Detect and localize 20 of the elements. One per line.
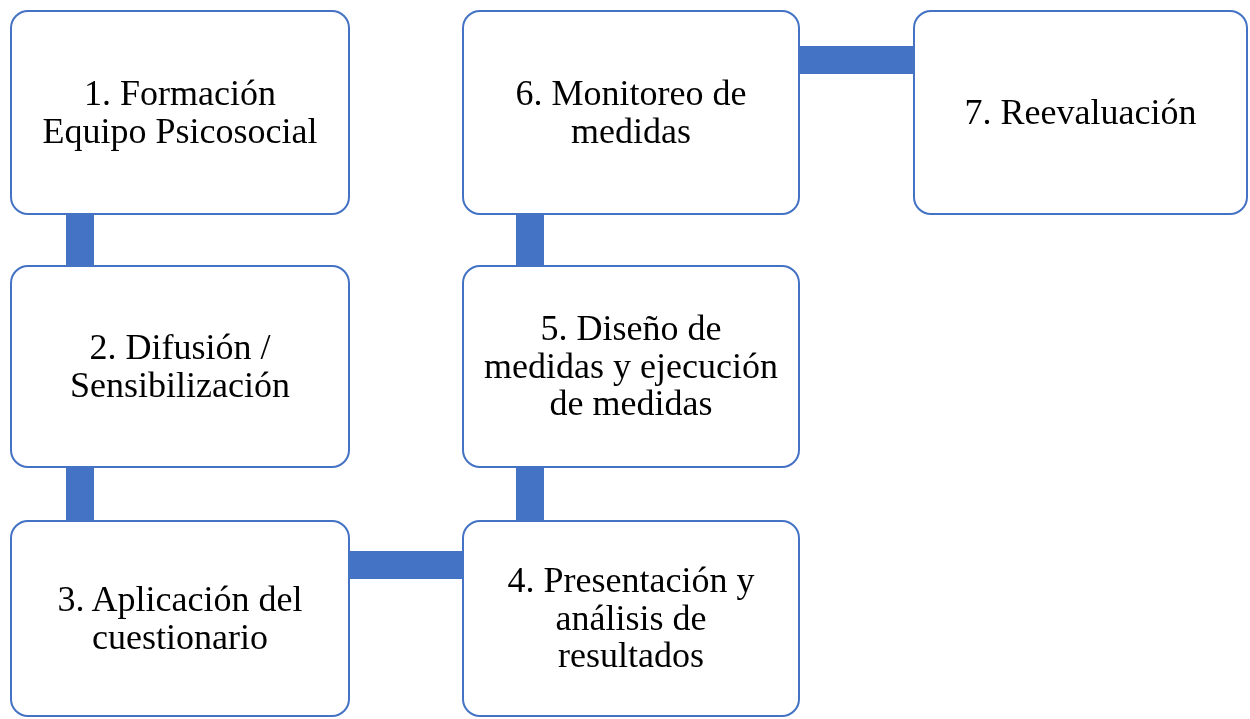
- step-label: 5. Diseño de medidas y ejecución de medidas: [483, 309, 779, 424]
- step-label: 1. Formación Equipo Psicosocial: [41, 74, 319, 151]
- step-label: 4. Presentación y análisis de resultados: [506, 561, 756, 676]
- process-box: [10, 10, 350, 215]
- process-box: [913, 10, 1248, 215]
- connector-bar: [350, 551, 462, 579]
- step-label: 3. Aplicación del cuestionario: [56, 580, 304, 657]
- connector-bar: [516, 215, 544, 265]
- connector-bar: [800, 46, 913, 74]
- step-label: 7. Reevaluación: [964, 93, 1197, 132]
- process-box: [462, 520, 800, 717]
- connector-bar: [66, 468, 94, 520]
- process-box: [10, 520, 350, 717]
- process-box: [462, 265, 800, 468]
- process-box: [462, 10, 800, 215]
- step-label: 2. Difusión / Sensibilización: [69, 328, 291, 405]
- step-label: 6. Monitoreo de medidas: [514, 74, 748, 151]
- connector-bar: [66, 215, 94, 265]
- connector-bar: [516, 468, 544, 520]
- process-box: [10, 265, 350, 468]
